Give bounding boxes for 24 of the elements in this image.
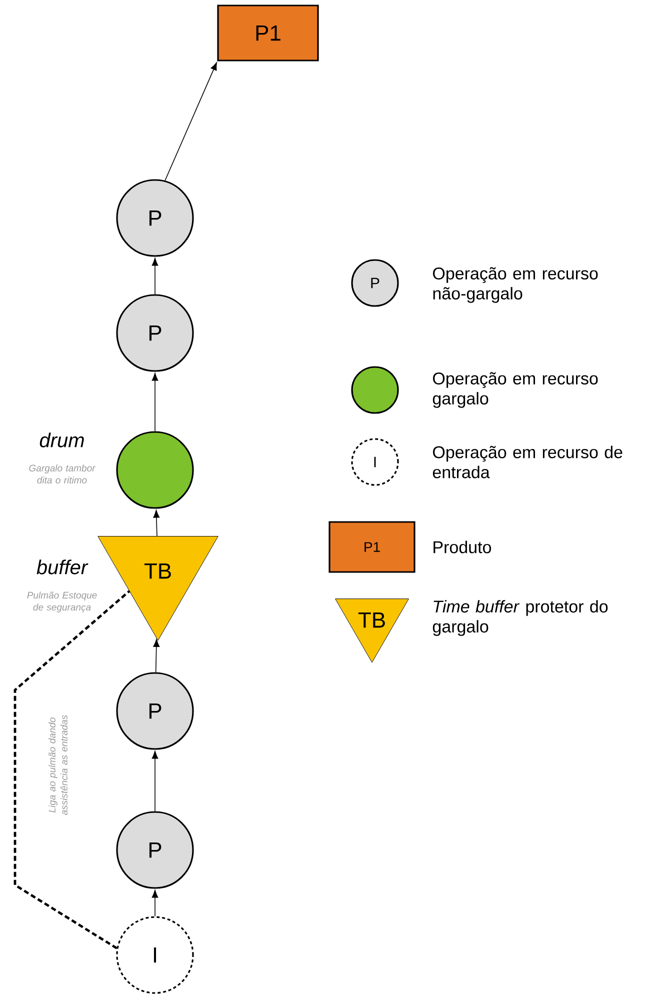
arrow (152, 751, 158, 812)
arrow (152, 373, 158, 432)
annotation-note: Gargalo tambor dita o ritimo (29, 464, 96, 484)
legend-text: Produto (434, 540, 492, 554)
product-box: P1 (217, 4, 319, 62)
legend-text: Operação em recurso de entrada (432, 446, 622, 478)
arrow (164, 62, 217, 181)
product-box: P1 (328, 521, 416, 573)
bottleneck-circle (116, 431, 194, 509)
annotation-title: buffer (36, 560, 88, 574)
annotation-title: drum (40, 432, 84, 448)
dashed-connector (14, 590, 130, 950)
bottleneck-circle (351, 366, 399, 414)
time-buffer-triangle: TB (98, 536, 218, 641)
legend-text: Operação em recurso gargalo (432, 372, 598, 408)
annotation-note: Pulmão Estoque de segurança (27, 592, 97, 612)
legend-text: Operação em recurso não-gargalo (433, 267, 598, 303)
arrow (152, 258, 158, 295)
arrow (152, 890, 158, 917)
legend-text: Time buffer protetor do gargalo (432, 600, 608, 636)
time-buffer-triangle: TB (335, 598, 409, 663)
edge-label: Liga ao pulmão dando assistência as entradas (48, 715, 68, 815)
arrow (153, 510, 160, 537)
arrow (153, 639, 160, 673)
